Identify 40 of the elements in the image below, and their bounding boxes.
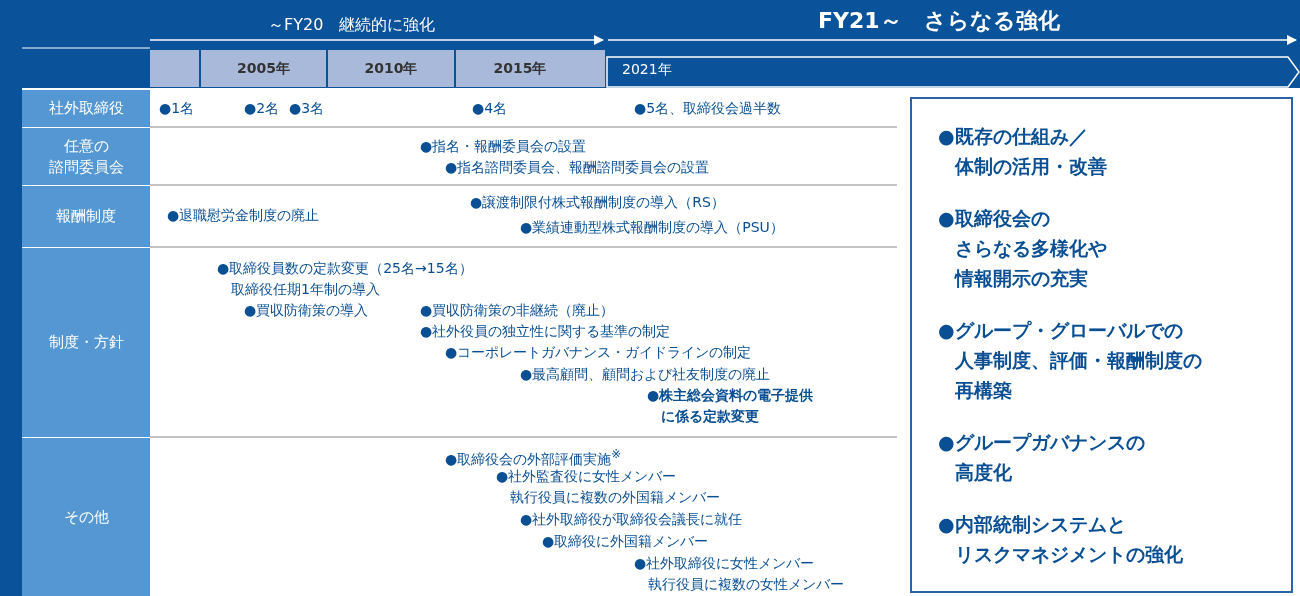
timeline-entry: ●社外取締役が取締役会議長に就任 — [520, 510, 743, 529]
timeline-entry: ●社外役員の独立性に関する基準の制定 — [420, 322, 671, 341]
bullet-point: ●内部統制システムとリスクマネジメントの強化 — [938, 512, 1184, 567]
bullet-point: ●グループ・グローバルでの人事制度、評価・報酬制度の再構築 — [938, 318, 1203, 403]
timeline-entry: ●取締役に外国籍メンバー — [542, 532, 709, 551]
row-header: 制度・方針 — [22, 248, 150, 437]
timeline-entry: ●株主総会資料の電子提供に係る定款変更 — [647, 386, 814, 426]
phase-heading: FY21～ さらなる強化 — [818, 7, 1060, 35]
timeline-entry: ●社外取締役に女性メンバー執行役員に複数の女性メンバー — [634, 554, 844, 594]
timeline-cell: 2005年 — [199, 50, 326, 87]
timeline-entry: ●社外監査役に女性メンバー執行役員に複数の外国籍メンバー — [496, 467, 720, 507]
timeline-entry: ●買収防衛策の導入 — [244, 301, 369, 320]
timeline-entry: ●退職慰労金制度の廃止 — [167, 206, 320, 225]
timeline-entry: ●コーポレートガバナンス・ガイドラインの制定 — [445, 343, 752, 362]
row-header: 報酬制度 — [22, 186, 150, 247]
timeline-entry: ●4名 — [472, 99, 508, 118]
bullet-point: ●取締役会のさらなる多様化や情報開示の充実 — [938, 206, 1108, 291]
timeline-entry: ●1名 — [159, 99, 195, 118]
row-header: その他 — [22, 438, 150, 596]
timeline-entry: ●指名・報酬委員会の設置 — [420, 137, 587, 156]
timeline-entry: ●取締役員数の定款変更（25名→15名）取締役任期1年制の導入 — [217, 259, 473, 299]
timeline-arrow-band — [606, 56, 1300, 88]
bullet-point: ●グループガバナンスの高度化 — [938, 430, 1145, 485]
timeline-entry: ●譲渡制限付株式報酬制度の導入（RS） — [470, 193, 725, 212]
bullet-point: ●既存の仕組み／体制の活用・改善 — [938, 124, 1108, 179]
timeline-entry: ●最高顧問、顧問および社友制度の廃止 — [520, 365, 771, 384]
summary-panel — [910, 97, 1293, 593]
row-header: 社外取締役 — [22, 90, 150, 127]
timeline-entry: ●5名、取締役会過半数 — [634, 99, 782, 118]
timeline-entry: ●2名 — [244, 99, 280, 118]
timeline-entry: ●3名 — [289, 99, 325, 118]
timeline-entry: ●取締役会の外部評価実施$^{※}$ — [445, 446, 621, 469]
timeline-cell: 2010年 — [326, 50, 454, 87]
year-label: 2021年 — [622, 61, 672, 79]
row-header: 任意の諮問委員会 — [22, 128, 150, 185]
timeline-entry: ●買収防衛策の非継続（廃止） — [420, 301, 615, 320]
timeline-entry: ●業績連動型株式報酬制度の導入（PSU） — [520, 218, 784, 237]
phase-heading: ～FY20 継続的に強化 — [268, 14, 436, 36]
timeline-entry: ●指名諮問委員会、報酬諮問委員会の設置 — [445, 158, 710, 177]
timeline-cell: 2015年 — [454, 50, 584, 87]
